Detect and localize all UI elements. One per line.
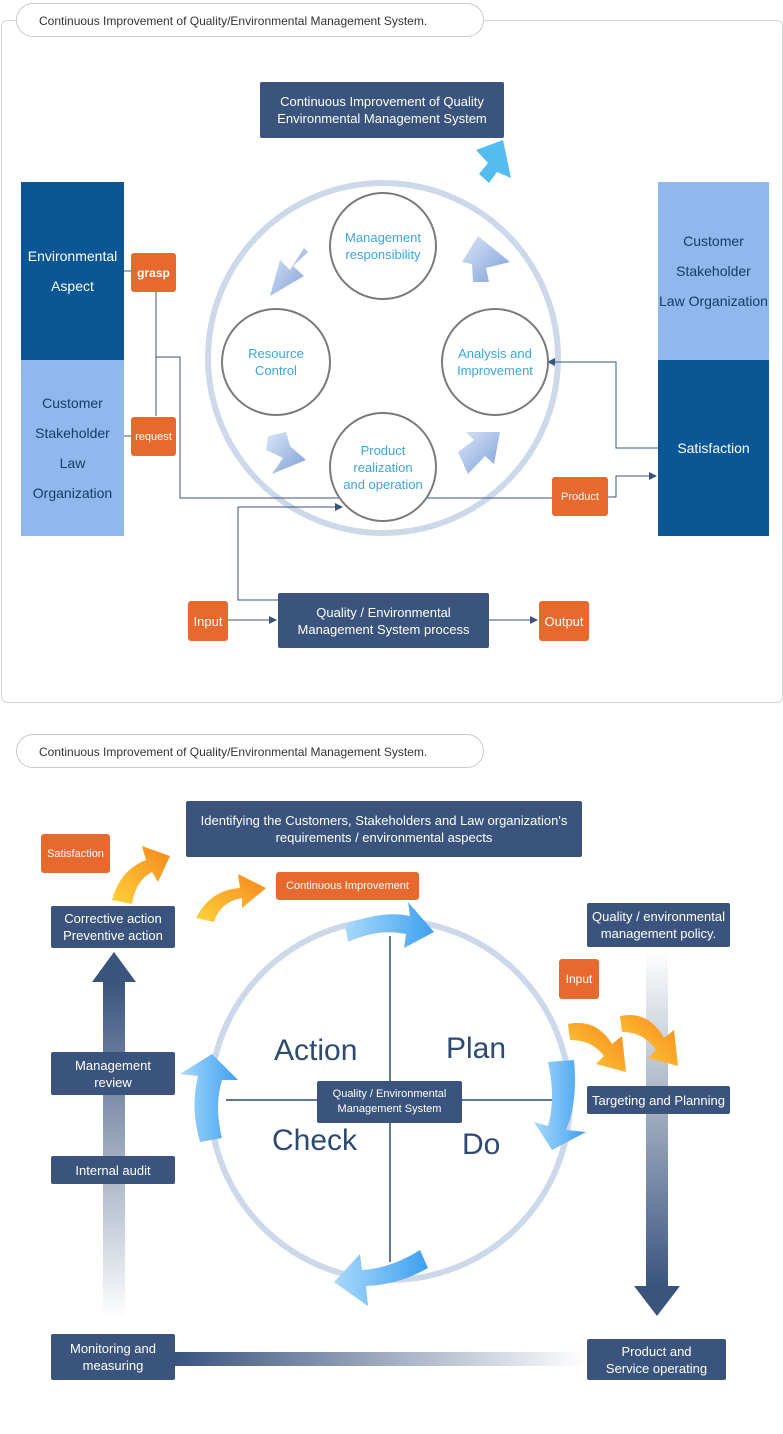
analysis-improvement-circle: Analysis and Improvement (441, 308, 549, 416)
satisfaction-box: Satisfaction (658, 360, 769, 536)
input-label: Input (188, 601, 228, 641)
right-down-arrowhead (634, 1286, 680, 1316)
management-review-box: Management review (51, 1052, 175, 1095)
input-label-2: Input (559, 959, 599, 999)
identifying-requirements-box: Identifying the Customers, Stakeholders … (186, 801, 582, 857)
continuous-improvement-title-box: Continuous Improvement of Quality Enviro… (260, 82, 504, 138)
targeting-planning-box: Targeting and Planning (587, 1086, 730, 1114)
right-down-bar (646, 950, 668, 1288)
output-label: Output (539, 601, 589, 641)
orange-arrows (112, 846, 678, 1072)
left-customer-stakeholder-box: Customer Stakeholder Law Organization (21, 360, 124, 536)
management-system-center-box: Quality / Environmental Management Syste… (317, 1081, 462, 1123)
do-label: Do (462, 1128, 501, 1161)
check-label: Check (272, 1124, 358, 1157)
left-up-bar (103, 980, 125, 1320)
bottom-horizontal-bar (175, 1352, 587, 1366)
diagram1-tab-title: Continuous Improvement of Quality/Enviro… (16, 3, 484, 37)
left-up-arrowhead (92, 952, 136, 982)
monitoring-measuring-box: Monitoring and measuring (51, 1334, 175, 1380)
product-label: Product (552, 477, 608, 516)
quality-policy-box: Quality / environmental management polic… (587, 903, 730, 947)
grasp-label: grasp (131, 253, 176, 292)
right-customer-stakeholder-box: Customer Stakeholder Law Organization (658, 182, 769, 360)
diagram2-tab-title: Continuous Improvement of Quality/Enviro… (16, 734, 484, 768)
product-realization-circle: Product realization and operation (329, 412, 437, 522)
pdca-cycle-arrows (180, 902, 586, 1306)
internal-audit-box: Internal audit (51, 1156, 175, 1184)
continuous-improvement-label: Continuous Improvement (276, 872, 419, 900)
corrective-preventive-box: Corrective action Preventive action (51, 906, 175, 948)
environmental-aspect-box: Environmental Aspect (21, 182, 124, 360)
management-system-process-box: Quality / Environmental Management Syste… (278, 593, 489, 648)
inner-flow-arrows (266, 236, 510, 474)
resource-control-circle: Resource Control (221, 308, 331, 416)
product-service-box: Product and Service operating (587, 1339, 726, 1380)
satisfaction-label: Satisfaction (41, 834, 110, 873)
request-label: request (131, 417, 176, 456)
management-responsibility-circle: Management responsibility (329, 192, 437, 300)
action-label: Action (274, 1034, 358, 1067)
up-arrow-top (476, 140, 511, 183)
plan-label: Plan (446, 1032, 507, 1065)
